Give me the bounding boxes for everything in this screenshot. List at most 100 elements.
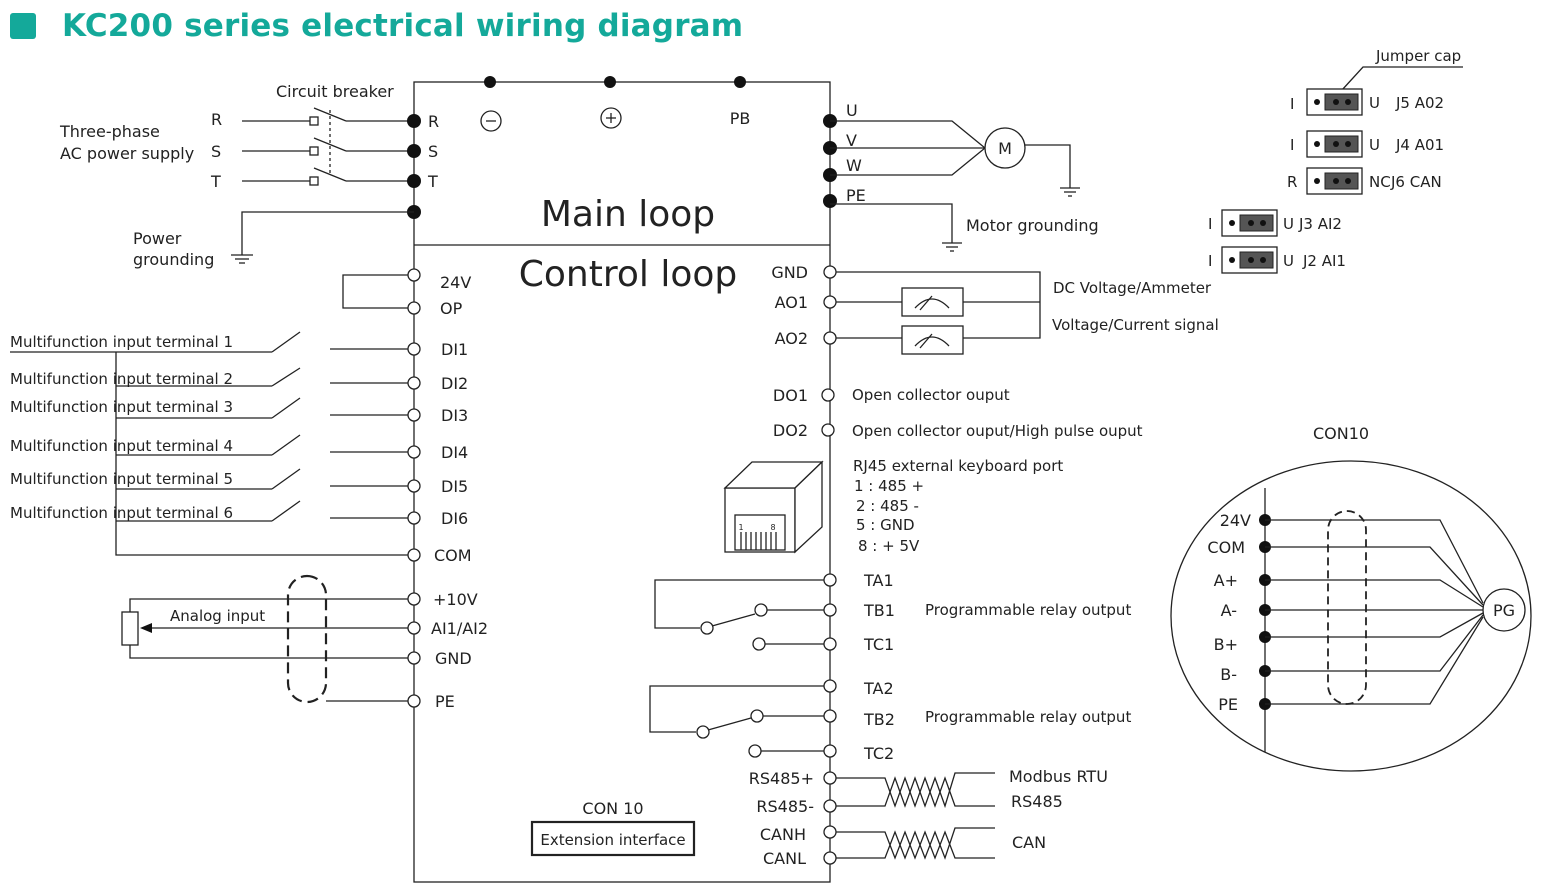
terminal-r-label: R — [428, 112, 439, 131]
do2-description: Open collector ouput/High pulse ouput — [852, 422, 1143, 440]
motor-wires — [830, 120, 1080, 252]
terminal-di5-label: DI5 — [441, 477, 468, 496]
terminal-u-label: U — [846, 101, 858, 120]
extension-interface-box — [530, 820, 696, 857]
rs485-twisted-pair — [836, 772, 995, 809]
j5-name: J5 A02 — [1395, 94, 1444, 112]
jumper-j4 — [1306, 130, 1363, 158]
can-label: CAN — [1012, 833, 1046, 852]
terminal-ai-label: AI1/AI2 — [431, 619, 488, 638]
con10-pin-com: COM — [1207, 538, 1245, 557]
control-loop-label: Control loop — [519, 254, 737, 295]
terminal-pb-dot — [734, 76, 746, 88]
power-ground-wire — [231, 211, 414, 264]
j5-right: U — [1369, 94, 1380, 112]
j2-name: J2 AI1 — [1302, 252, 1346, 270]
terminal-ao2-label: AO2 — [775, 329, 808, 348]
terminal-pe-label: PE — [846, 186, 866, 205]
rj45-title: RJ45 external keyboard port — [853, 457, 1063, 475]
j4-name: J4 A01 — [1395, 136, 1444, 154]
j6-right: NC — [1369, 173, 1391, 191]
right-terminal-holes — [821, 265, 837, 865]
rj45-pin-8-mark: 8 — [770, 523, 775, 532]
rj45-pin-5: 5 : GND — [856, 516, 915, 534]
j3-left: I — [1208, 215, 1212, 233]
jumper-j3 — [1221, 209, 1278, 237]
24v-op-link — [342, 274, 408, 309]
con10-pin-a-minus: A- — [1221, 601, 1237, 620]
terminal-gnd-right-label: GND — [771, 263, 808, 282]
terminal-canl-label: CANL — [763, 849, 806, 868]
rj45-pin-8: 8 : + 5V — [858, 537, 920, 555]
rj45-pin-1: 1 : 485 + — [854, 477, 924, 495]
extension-interface-label: Extension interface — [540, 831, 685, 849]
mf-input-label-5: Multifunction input terminal 5 — [10, 470, 233, 488]
terminal-10v-label: +10V — [433, 590, 478, 609]
mf-input-label-4: Multifunction input terminal 4 — [10, 437, 233, 455]
terminal-tc1-label: TC1 — [863, 635, 894, 654]
terminal-pe-dot — [823, 194, 837, 208]
terminal-rs485p-label: RS485+ — [749, 769, 814, 788]
terminal-gnd-label: GND — [435, 649, 472, 668]
terminal-s-dot — [407, 144, 421, 158]
terminal-t-dot — [407, 174, 421, 188]
mf-input-label-3: Multifunction input terminal 3 — [10, 398, 233, 416]
j3-name: J3 AI2 — [1298, 215, 1342, 233]
relay-1 — [654, 579, 824, 651]
do1-description: Open collector ouput — [852, 386, 1010, 404]
power-grounding-label-1: Power — [133, 229, 182, 248]
terminal-op-label: OP — [440, 299, 463, 318]
con10-pin-b-minus: B- — [1220, 665, 1237, 684]
terminal-di1-label: DI1 — [441, 340, 468, 359]
mf-input-label-2: Multifunction input terminal 2 — [10, 370, 233, 388]
power-source-label-1: Three-phase — [59, 122, 160, 141]
analog-potentiometer — [121, 574, 408, 704]
jumper-j6 — [1306, 167, 1363, 195]
main-loop-label: Main loop — [541, 194, 715, 235]
j2-left: I — [1208, 252, 1212, 270]
page-title: KC200 series electrical wiring diagram — [62, 8, 744, 44]
phase-t-label: T — [210, 172, 221, 191]
terminal-w-label: W — [846, 156, 862, 175]
terminal-minus-dot — [484, 76, 496, 88]
phase-r-label: R — [211, 110, 222, 129]
multifunction-switches — [10, 331, 408, 556]
title-square-icon — [10, 13, 36, 39]
j4-left: I — [1290, 136, 1294, 154]
jumper-j5 — [1306, 88, 1363, 116]
j6-name: J6 CAN — [1390, 173, 1442, 191]
terminal-di3-label: DI3 — [441, 406, 468, 425]
terminal-24v-label: 24V — [440, 273, 471, 292]
con10-pin-a-plus: A+ — [1214, 571, 1238, 590]
terminal-r-dot — [407, 114, 421, 128]
terminal-do2-label: DO2 — [773, 421, 808, 440]
j6-left: R — [1287, 173, 1297, 191]
terminal-pe-left-label: PE — [435, 692, 455, 711]
terminal-rs485n-label: RS485- — [756, 797, 814, 816]
modbus-label-1: Modbus RTU — [1009, 767, 1108, 786]
terminal-s-label: S — [428, 142, 438, 161]
terminal-com-label: COM — [434, 546, 472, 565]
terminal-tb2-label: TB2 — [863, 710, 895, 729]
circuit-breaker — [242, 107, 414, 186]
con10-label: CON 10 — [582, 799, 643, 818]
modbus-label-2: RS485 — [1011, 792, 1063, 811]
mf-input-label-1: Multifunction input terminal 1 — [10, 333, 233, 351]
mf-input-label-6: Multifunction input terminal 6 — [10, 504, 233, 522]
con10-pin-pe: PE — [1218, 695, 1238, 714]
relay-2 — [649, 685, 824, 758]
jumper-cap-label: Jumper cap — [1375, 47, 1461, 65]
rj45-pin-1-mark: 1 — [738, 523, 743, 532]
motor-symbol: M — [998, 139, 1012, 158]
terminal-di4-label: DI4 — [441, 443, 468, 462]
terminal-t-label: T — [427, 172, 438, 191]
jumper-j2 — [1221, 246, 1278, 274]
terminal-ta2-label: TA2 — [863, 679, 894, 698]
meter-label-1: DC Voltage/Ammeter — [1053, 279, 1212, 297]
pg-encoder-icon — [1482, 588, 1526, 632]
analog-input-label: Analog input — [170, 607, 265, 625]
relay-2-label: Programmable relay output — [925, 708, 1131, 726]
meter-circuit — [836, 271, 1041, 355]
left-terminal-holes — [407, 268, 421, 708]
